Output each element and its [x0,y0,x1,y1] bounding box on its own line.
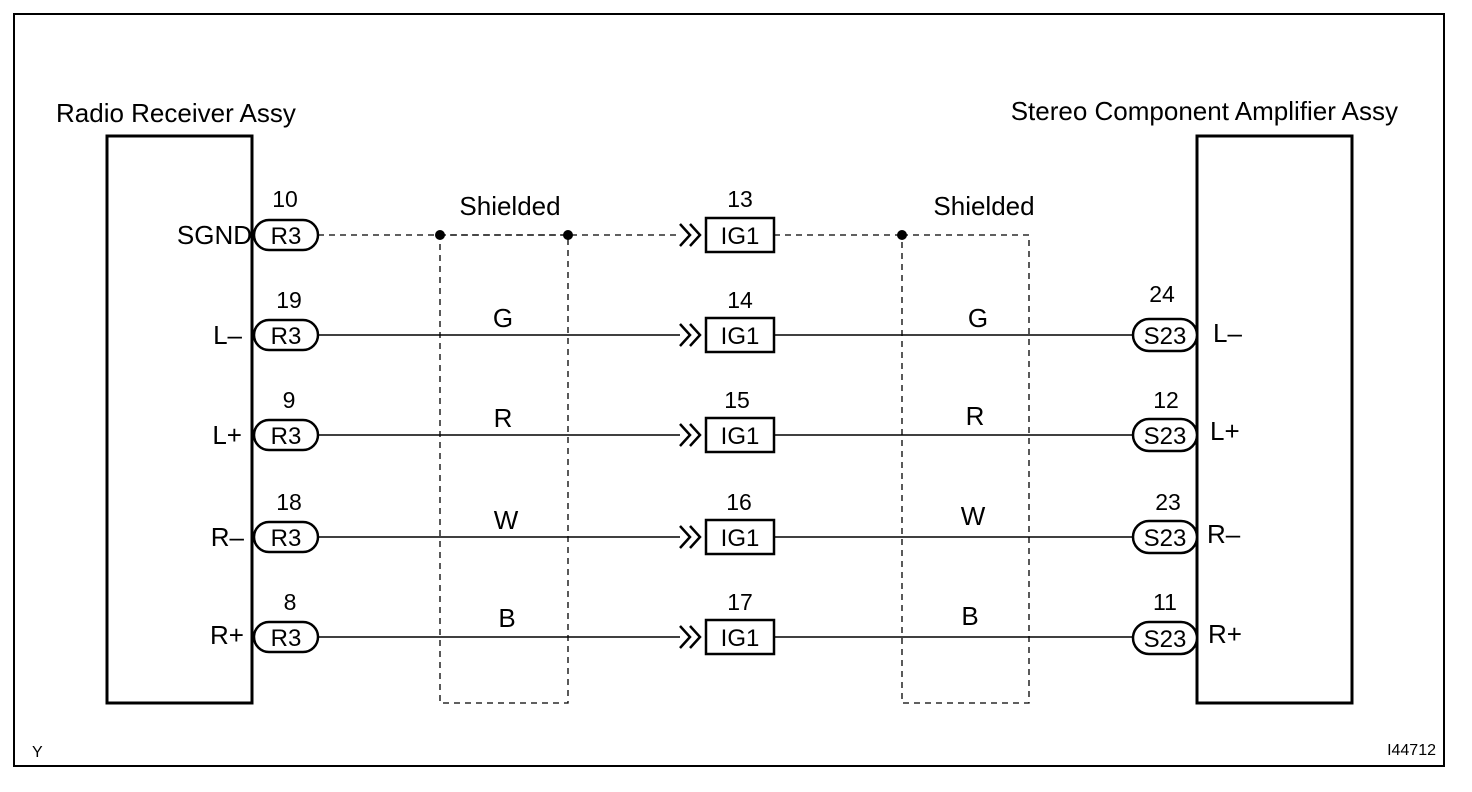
left-connector-code: R3 [271,223,302,250]
wire-row-sgnd: SGND 10 R3 13 IG1 [177,186,776,254]
right-signal-label: L– [1213,318,1242,348]
left-signal-label: L+ [212,420,242,450]
right-pin-number: 12 [1153,387,1179,413]
radio-receiver-box [105,134,254,705]
shield-label-left: Shielded [459,191,560,221]
junction-connector-code: IG1 [721,323,760,350]
right-component-title: Stereo Component Amplifier Assy [1011,96,1398,126]
junction-dot [897,230,907,240]
junction-connector [704,316,776,354]
junction-dot [563,230,573,240]
female-terminal-icon [679,323,702,347]
junction-connector [704,518,776,556]
shield-right [901,234,1030,704]
junction-pin-number: 14 [727,287,753,313]
female-terminal-icon [679,525,702,549]
left-connector [252,620,320,654]
right-connector [1131,417,1199,453]
wire-color-left: B [498,603,515,633]
female-terminal-icon [679,423,702,447]
junction-pin-number: 15 [724,387,750,413]
right-pin-number: 24 [1149,281,1175,307]
left-connector-code: R3 [271,625,302,652]
right-pin-number: 11 [1153,589,1177,615]
junction-connector [704,416,776,454]
junction-pin-number: 13 [727,186,753,212]
right-pin-number: 23 [1155,489,1181,515]
figure-id: I44712 [1387,742,1436,759]
junction-connector-code: IG1 [721,625,760,652]
diagram-frame [13,13,1445,767]
junction-connector [704,216,776,254]
shield-left [439,234,569,704]
female-terminal-icon [679,223,702,247]
junction-connector-code: IG1 [721,223,760,250]
left-pin-number: 18 [276,489,302,515]
wire-color-left: R [494,403,513,433]
left-pin-number: 8 [284,589,297,615]
female-terminal-icon [679,625,702,649]
right-signal-label: R– [1207,519,1241,549]
junction-connector-code: IG1 [721,423,760,450]
left-connector-code: R3 [271,323,302,350]
shield-label-right: Shielded [933,191,1034,221]
right-signal-label: L+ [1210,416,1240,446]
right-connector-code: S23 [1144,423,1187,450]
left-signal-label: L– [213,320,242,350]
wire-color-right: G [968,303,988,333]
right-connector-code: S23 [1144,626,1187,653]
left-connector [252,418,320,452]
wire-row-r-plus: R+ 8 R3 B 17 IG1 B 11 S23 R+ [210,589,1242,656]
junction-pin-number: 16 [726,489,752,515]
left-signal-label: R+ [210,620,244,650]
wire-color-right: W [961,501,986,531]
wire-row-l-minus: L– 19 R3 G 14 IG1 G 24 S23 L– [213,281,1242,354]
right-connector-code: S23 [1144,323,1187,350]
wire-color-right: R [966,401,985,431]
left-connector-code: R3 [271,423,302,450]
wire-color-left: G [493,303,513,333]
junction-connector-code: IG1 [721,525,760,552]
wire-row-r-minus: R– 18 R3 W 16 IG1 W 23 S23 R– [211,489,1241,556]
corner-mark: Y [32,744,43,761]
left-connector [252,520,320,554]
right-connector [1131,620,1199,656]
right-signal-label: R+ [1208,619,1242,649]
wire-color-left: W [494,505,519,535]
left-connector [252,218,320,252]
junction-connector [704,618,776,656]
right-connector [1131,519,1199,555]
left-pin-number: 10 [272,186,298,212]
right-connector-code: S23 [1144,525,1187,552]
left-connector-code: R3 [271,525,302,552]
left-pin-number: 19 [276,287,302,313]
junction-dot [435,230,445,240]
wire-row-l-plus: L+ 9 R3 R 15 IG1 R 12 S23 L+ [212,387,1240,454]
left-pin-number: 9 [283,387,296,413]
left-connector [252,318,320,352]
left-component-title: Radio Receiver Assy [56,98,296,128]
wire-color-right: B [961,601,978,631]
stereo-amplifier-box [1195,134,1354,705]
right-connector [1131,317,1199,353]
left-signal-label: R– [211,522,245,552]
left-signal-label: SGND [177,220,252,250]
junction-pin-number: 17 [727,589,753,615]
